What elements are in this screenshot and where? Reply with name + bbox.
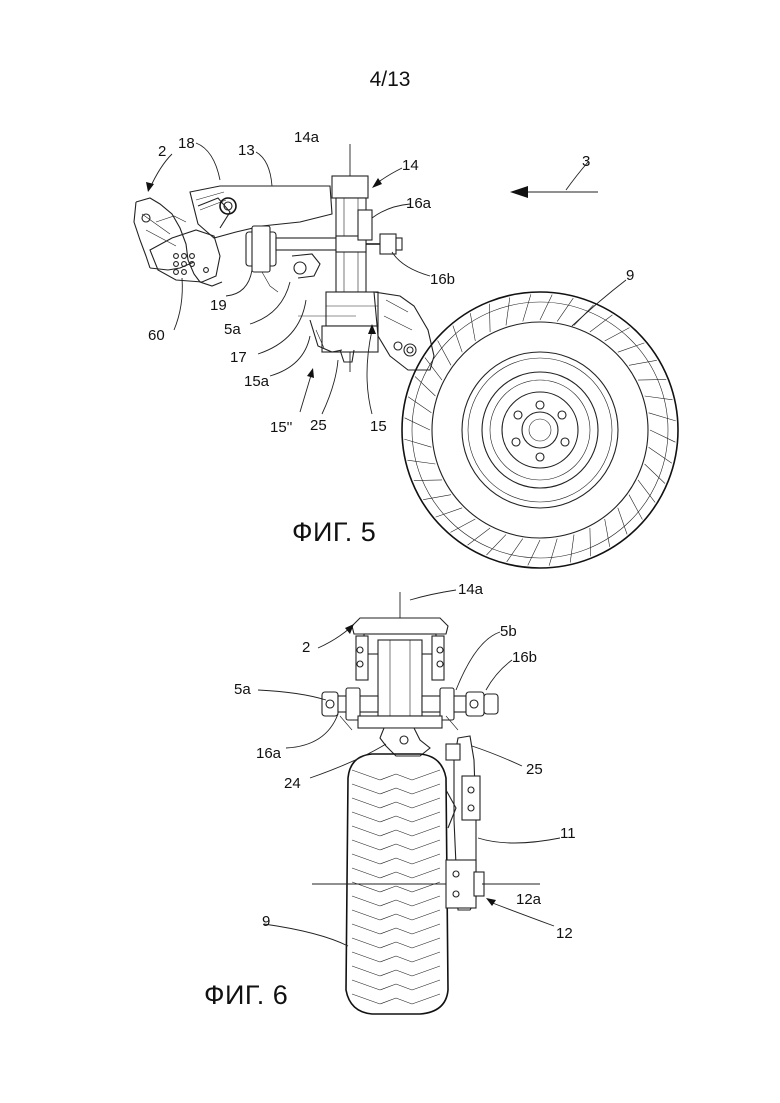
- tread-lug: [489, 304, 490, 332]
- tread-chevron: [352, 980, 440, 990]
- label-17: 17: [230, 349, 247, 366]
- tread-chevron: [352, 868, 440, 878]
- tread-lug: [414, 480, 442, 481]
- figure-6-caption: ФИГ. 6: [204, 980, 288, 1011]
- tread-chevron: [352, 826, 440, 836]
- label-14a-fig6: 14a: [458, 581, 484, 598]
- label-13: 13: [238, 142, 255, 159]
- label-16a: 16a: [406, 195, 432, 212]
- label-9-fig6: 9: [262, 913, 270, 930]
- lower-bracket: [380, 728, 430, 756]
- label-16b: 16b: [430, 271, 455, 288]
- label-24: 24: [284, 775, 301, 792]
- label-5a: 5a: [224, 321, 241, 338]
- label-60: 60: [148, 327, 165, 344]
- tread-lug: [507, 539, 523, 562]
- tread-lug: [523, 294, 531, 321]
- tread-chevron: [352, 952, 440, 962]
- tread-lug: [629, 495, 642, 520]
- label-5a-fig6: 5a: [234, 681, 251, 698]
- tread-lug: [415, 377, 435, 397]
- label-15pp: 15'': [270, 419, 293, 436]
- label-25-fig6: 25: [526, 761, 543, 778]
- tread-chevron: [352, 784, 440, 794]
- tread-lug: [408, 397, 431, 413]
- tread-lug: [423, 495, 451, 500]
- tread-chevron: [352, 924, 440, 934]
- tread-lug: [649, 447, 672, 463]
- tread-lug: [605, 519, 610, 547]
- tread-lug: [605, 328, 630, 341]
- tread-chevron: [352, 798, 440, 808]
- tread-lug: [629, 360, 657, 365]
- tread-lug: [438, 341, 451, 366]
- label-25: 25: [310, 417, 327, 434]
- tread-lug: [451, 519, 476, 532]
- label-9: 9: [626, 267, 634, 284]
- tread-chevron: [352, 770, 440, 780]
- tread-chevron: [352, 812, 440, 822]
- tread-lug: [528, 540, 540, 565]
- tread-lug: [645, 396, 673, 400]
- label-15: 15: [370, 418, 387, 435]
- tread-lug: [407, 460, 435, 464]
- label-2: 2: [158, 143, 166, 160]
- tread-lug: [570, 535, 574, 563]
- label-16a-fig6: 16a: [256, 745, 282, 762]
- label-3: 3: [582, 153, 590, 170]
- tread-lug: [549, 539, 557, 566]
- tread-chevron: [352, 938, 440, 948]
- label-14: 14: [402, 157, 419, 174]
- tread-lug: [590, 528, 591, 556]
- label-14a: 14a: [294, 129, 320, 146]
- tread-chevron: [352, 882, 440, 892]
- tread-lug: [649, 413, 676, 421]
- label-18: 18: [178, 135, 195, 152]
- figure-5-drawing: 2 18 13 14a 14 3 16a 16b 9 19 5a 60 17 1…: [134, 129, 678, 568]
- tread-lug: [405, 418, 430, 430]
- direction-arrow: [510, 186, 598, 198]
- tread-chevron: [352, 910, 440, 920]
- tread-chevron: [352, 966, 440, 976]
- tread-lug: [638, 379, 666, 380]
- figure-6-drawing: 14a 2 5b 16b 5a 16a 24 25 11 12a 9 12: [234, 581, 576, 1014]
- tread-lug: [645, 464, 665, 484]
- side-arm: [446, 736, 484, 910]
- tread-lug: [650, 430, 675, 442]
- tread-lug: [404, 439, 431, 447]
- label-2-fig6: 2: [302, 639, 310, 656]
- damper-rod: [246, 210, 402, 292]
- wheel-side-view: [402, 292, 678, 568]
- label-12a: 12a: [516, 891, 542, 908]
- tread-chevron: [352, 994, 440, 1004]
- figure-5-caption: ФИГ. 5: [292, 517, 376, 548]
- label-5b: 5b: [500, 623, 517, 640]
- tread-chevron: [352, 840, 440, 850]
- tread-lug: [557, 298, 573, 321]
- tread-chevron: [352, 854, 440, 864]
- label-19: 19: [210, 297, 227, 314]
- label-16b-fig6: 16b: [512, 649, 537, 666]
- tread-lug: [540, 295, 552, 320]
- label-12: 12: [556, 925, 573, 942]
- label-15a: 15a: [244, 373, 270, 390]
- tread-lug: [487, 535, 507, 555]
- tread-lug: [506, 297, 510, 325]
- label-11: 11: [560, 825, 576, 842]
- tread-chevron: [352, 896, 440, 906]
- tread-lug: [470, 313, 475, 341]
